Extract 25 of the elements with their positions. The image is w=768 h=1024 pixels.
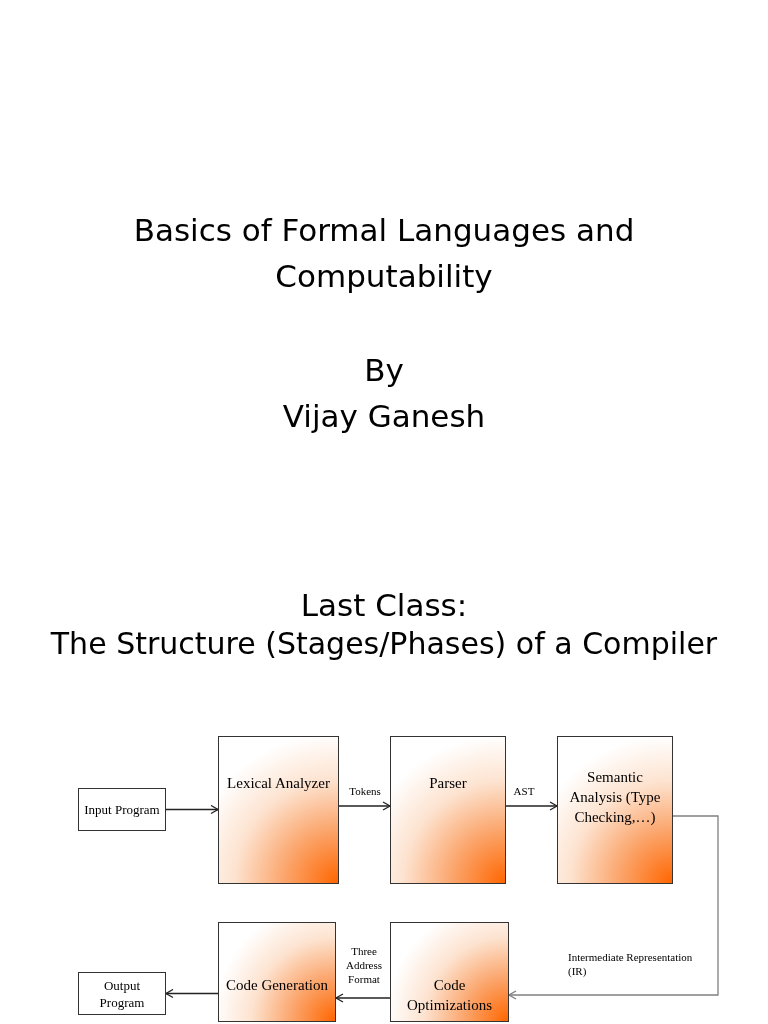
node-label: Input Program: [83, 801, 161, 818]
terminal-box: [78, 788, 166, 831]
arrow: [338, 801, 391, 811]
arrow: [165, 988, 219, 999]
stage-box: [557, 736, 673, 884]
subtitle: Last Class:: [299, 586, 469, 625]
terminal-box: [78, 972, 166, 1015]
node-label: Code Optimizations: [406, 976, 493, 1015]
subtitle: The Structure (Stages/Phases) of a Compiler: [49, 625, 719, 663]
stage-box: [390, 922, 509, 1022]
node-label: Code Generation: [224, 976, 330, 995]
node-label: Parser: [428, 774, 468, 793]
arrow: [508, 815, 719, 1000]
node-label: Lexical Analyzer: [226, 774, 331, 793]
arrow: [335, 993, 391, 1003]
arrow: [505, 801, 558, 811]
stage-box: [218, 922, 336, 1022]
node-label: Output Program: [98, 976, 146, 1011]
title: Basics of Formal Languages and Computability: [132, 211, 636, 296]
stage-box: [390, 736, 506, 884]
arrow: [165, 804, 219, 815]
stage-box: [218, 736, 339, 884]
node-label: Semantic Analysis (Type Checking,…): [568, 768, 662, 827]
author-line: By: [363, 351, 405, 390]
author-name: Vijay Ganesh: [281, 397, 487, 436]
